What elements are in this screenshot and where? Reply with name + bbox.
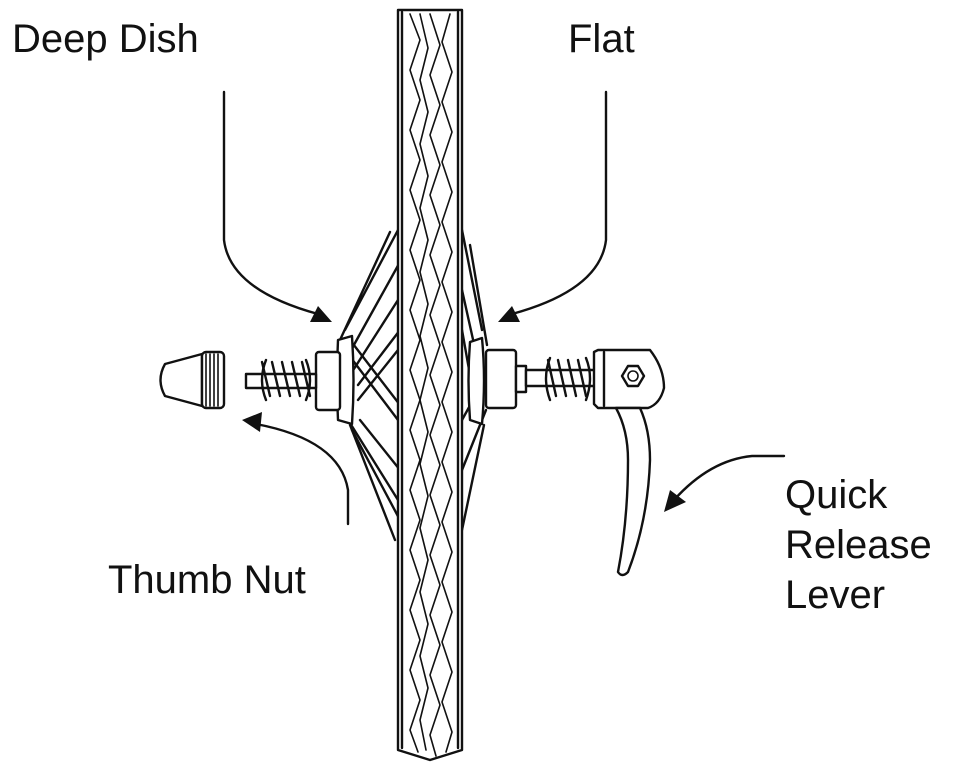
arrow-quick-release	[664, 454, 786, 512]
arrow-deep-dish	[222, 90, 332, 322]
label-flat: Flat	[568, 17, 635, 61]
spokes	[338, 228, 489, 542]
hub	[314, 334, 528, 426]
label-thumb-nut: Thumb Nut	[108, 558, 306, 602]
label-quick-release-lever: Quick Release Lever	[785, 470, 932, 620]
label-deep-dish: Deep Dish	[12, 17, 199, 61]
left-axle-spring	[244, 358, 318, 402]
right-axle-spring	[524, 356, 602, 402]
label-quick-line-3: Lever	[785, 573, 886, 617]
label-quick-line-1: Quick	[785, 473, 888, 517]
label-quick-line-2: Release	[785, 523, 932, 567]
quick-release-lever	[592, 348, 666, 577]
wheel-rim	[396, 8, 464, 762]
arrow-flat	[498, 90, 608, 322]
thumb-nut	[159, 350, 226, 410]
arrow-thumb-nut	[242, 412, 350, 526]
